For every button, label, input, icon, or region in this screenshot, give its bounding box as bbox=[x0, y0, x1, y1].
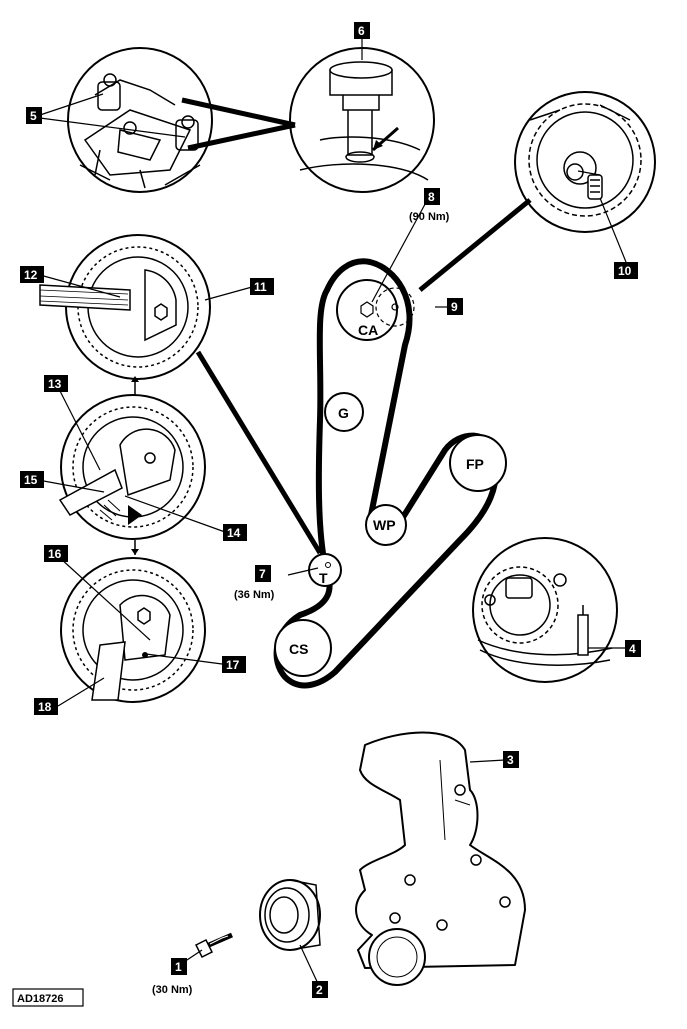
torque-8: (90 Nm) bbox=[409, 211, 450, 223]
callout-3: 3 bbox=[503, 751, 519, 768]
crankshaft-bolt bbox=[194, 932, 233, 959]
svg-text:12: 12 bbox=[24, 268, 38, 282]
hex-key-tool-3 bbox=[91, 641, 126, 701]
callout-2: 2 bbox=[312, 981, 328, 998]
svg-text:17: 17 bbox=[226, 658, 240, 672]
water-pump-pulley-label: WP bbox=[373, 517, 396, 533]
generator-pulley: G bbox=[324, 392, 364, 432]
camshaft-bolt-icon bbox=[360, 301, 374, 318]
callout-4: 4 bbox=[625, 640, 641, 657]
camshaft-timing-hole bbox=[375, 287, 415, 327]
torque-1: (30 Nm) bbox=[152, 984, 193, 996]
callout-14: 14 bbox=[223, 524, 247, 541]
timing-belt bbox=[273, 258, 500, 689]
svg-text:7: 7 bbox=[259, 567, 266, 581]
svg-text:3: 3 bbox=[507, 753, 514, 767]
callout-16: 16 bbox=[44, 545, 68, 562]
callout-9: 9 bbox=[447, 298, 463, 315]
detail-crankshaft-sprocket bbox=[472, 537, 618, 683]
detail-injector-clamps bbox=[67, 47, 213, 193]
callout-13: 13 bbox=[44, 375, 68, 392]
tensioner-pulley-label: T bbox=[319, 570, 328, 586]
tensioner-pointer-icon bbox=[128, 505, 142, 525]
crankshaft-pulley: CS bbox=[274, 619, 332, 677]
detail-tensioner-step1 bbox=[39, 234, 211, 380]
detail-flywheel-pin bbox=[289, 47, 435, 193]
tensioner-pulley: T bbox=[308, 553, 342, 587]
svg-text:5: 5 bbox=[30, 109, 37, 123]
svg-text:16: 16 bbox=[48, 547, 62, 561]
callout-labels: 1 (30 Nm) 2 3 4 5 6 7 (36 Nm) bbox=[20, 22, 641, 998]
pulley-hub bbox=[259, 879, 321, 951]
svg-text:15: 15 bbox=[24, 473, 38, 487]
torque-7: (36 Nm) bbox=[234, 589, 275, 601]
svg-text:9: 9 bbox=[451, 300, 458, 314]
fuel-pump-pulley: FP bbox=[449, 434, 507, 492]
water-pump-pulley: WP bbox=[365, 504, 407, 546]
timing-cover bbox=[355, 731, 526, 986]
svg-text:8: 8 bbox=[428, 190, 435, 204]
detail-tensioner-step2 bbox=[58, 394, 206, 540]
svg-text:14: 14 bbox=[227, 526, 241, 540]
detail-pointers bbox=[181, 97, 532, 555]
svg-text:1: 1 bbox=[175, 960, 182, 974]
camshaft-pulley-label: CA bbox=[358, 322, 378, 338]
crankshaft-pulley-label: CS bbox=[289, 641, 308, 657]
callout-6: 6 bbox=[354, 22, 370, 39]
svg-text:6: 6 bbox=[358, 24, 365, 38]
generator-pulley-label: G bbox=[338, 405, 349, 421]
figure-reference: AD18726 bbox=[12, 988, 84, 1007]
callout-15: 15 bbox=[20, 471, 44, 488]
callout-11: 11 bbox=[250, 278, 274, 295]
fuel-pump-pulley-label: FP bbox=[466, 456, 484, 472]
callout-17: 17 bbox=[222, 656, 246, 673]
detail-tensioner-step3 bbox=[60, 557, 206, 703]
svg-text:2: 2 bbox=[316, 983, 323, 997]
svg-text:AD18726: AD18726 bbox=[17, 993, 63, 1005]
detail-camshaft-sprocket bbox=[514, 91, 656, 233]
callout-10: 10 bbox=[614, 262, 638, 279]
svg-text:10: 10 bbox=[618, 264, 632, 278]
callout-5: 5 bbox=[26, 107, 42, 124]
camshaft-pulley: CA bbox=[336, 279, 398, 341]
callout-8: 8 (90 Nm) bbox=[409, 188, 450, 223]
svg-text:4: 4 bbox=[629, 642, 636, 656]
svg-text:18: 18 bbox=[38, 700, 52, 714]
svg-text:11: 11 bbox=[254, 280, 267, 294]
callout-7: 7 (36 Nm) bbox=[234, 565, 275, 601]
hex-key-tool-2 bbox=[58, 468, 123, 516]
hex-key-tool bbox=[39, 284, 131, 311]
callout-18: 18 bbox=[34, 698, 58, 715]
callout-12: 12 bbox=[20, 266, 44, 283]
svg-text:13: 13 bbox=[48, 377, 62, 391]
callout-1: 1 (30 Nm) bbox=[152, 958, 193, 996]
